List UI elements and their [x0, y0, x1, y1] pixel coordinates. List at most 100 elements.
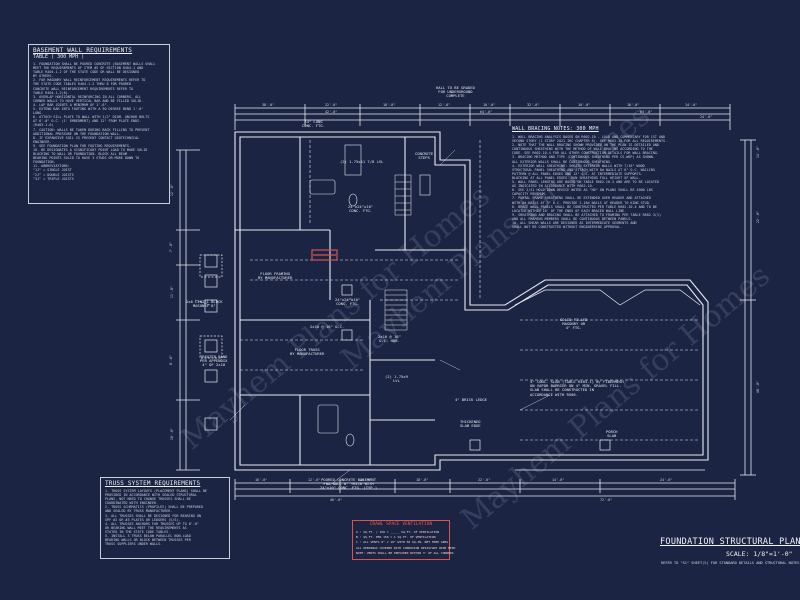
- basement-note-line: THE STATE CODE TABLES R404.1.2 THRU 8 FO…: [33, 82, 131, 87]
- truss-notes-box: TRUSS SYSTEM REQUIREMENTS 1. TRUSS SYSTE…: [100, 477, 230, 559]
- dimension-label: 10'-0": [360, 478, 373, 482]
- basement-note-line: 3. OVERLAP HORIZONTAL REINFORCING IN ALL…: [33, 94, 142, 99]
- plan-reference-note: REFER TO "S1" SHEET(S) FOR STANDARD DETA…: [661, 561, 800, 565]
- bracing-note-line: 5. WALL PANEL LENGTHS ARE BASED ON TABLE…: [512, 180, 659, 185]
- bracing-note-line: 10. ALL SHEAR WALLS ARE DESIGNED AS INTE…: [512, 220, 637, 225]
- dimension-label: 12'-0": [438, 103, 451, 107]
- bracing-note-line: SECOND STORY (1 STORY 2021 IRC CHAPTER 6…: [512, 139, 668, 144]
- basement-note-line: TABLE R404.1.2(8).: [33, 90, 70, 95]
- dimension-lines-left: [176, 149, 200, 471]
- bracing-note-line: SHALL NOT BE CONSTRUCTED WITHOUT ENGINEE…: [512, 225, 623, 230]
- basement-note-line: 5. EXTEND BAR INTO FOOTING WITH A 90 DEG…: [33, 107, 144, 112]
- basement-note-line: ADDITIONAL PRESSURE ON THE FOUNDATION WA…: [33, 131, 121, 136]
- dimension-label: 72'-0": [600, 498, 613, 502]
- bracing-note-line: ALL EXTERIOR WALLS SHALL BE CONTINUOUS S…: [512, 159, 613, 164]
- bracing-note-line: WITH 8d NAILS AT 3" O.C. PROVIDE 2-16d N…: [512, 200, 651, 205]
- dimension-label: 11'-0": [170, 285, 175, 299]
- dimension-label: 64'-0": [480, 110, 493, 114]
- basement-notes-subtitle: TABLE ( 300 MPH ): [33, 54, 85, 60]
- truss-note-line: PROVIDED IN ACCORDANCE WITH SEALED STRUC…: [105, 493, 197, 498]
- ventilation-row: C : ALL VENTS 8" x 16" WITH 50 SQ.IN. NE…: [356, 540, 449, 544]
- bracing-note-line: AND ALL FRAMING MEMBERS SHALL BE CONTINU…: [512, 216, 633, 221]
- bracing-note-line: LOCATED WITHIN 10' OF THE ENDS OF EACH B…: [512, 208, 627, 213]
- bracing-notes-list: 1. WALL BRACING ANALYSIS BASED ON R602.1…: [512, 135, 677, 229]
- label-footing-mid: 24"x24"x10" CONC. FTG.: [335, 297, 361, 307]
- truss-note-line: AND SEALED BY TRUSS MANUFACTURER.: [105, 509, 173, 514]
- plan-scale: SCALE: 1/8"=1'-0": [726, 550, 793, 558]
- label-stair-header: 2x10 @ 16" O.C. HDR.: [378, 334, 401, 344]
- label-thickened-slab: THICKENED SLAB EDGE: [460, 419, 481, 429]
- bracing-note-line: 8. BRACE WALL PANELS SHALL BE CONSTRUCTE…: [512, 204, 657, 209]
- truss-note-line: COORDINATED WITH ENGINEER.: [105, 501, 159, 506]
- basement-note-line: "1J" = SINGLE JOIST: [33, 168, 72, 173]
- basement-note-line: "3J" = TRIPLE JOISTS: [33, 176, 74, 181]
- basement-note-line: CORNER WALLS TO HAVE VERTICAL BAR AND BE…: [33, 98, 144, 103]
- basement-note-line: BLOCKING TO WALL OR FOUNDATION. BLOCK AL…: [33, 152, 127, 157]
- bracing-note-line: 6. SEE 2/S1 HOLD DOWN DEVICE NOTED AS "H…: [512, 188, 653, 193]
- label-brick-ledge: 4" BRICK LEDGE: [455, 397, 488, 402]
- bracing-note-line: 9. SHEATHING AND BRACING SHALL BE ATTACH…: [512, 212, 662, 217]
- truss-note-line: 2. TRUSS SCHEMATICS (PROFILES) SHALL BE …: [105, 505, 203, 510]
- ventilation-row: NOTE: VENTS SHALL BE PROVIDED WITHIN 3' …: [356, 551, 454, 555]
- basement-note-line: 4. LAP BAR JOINTS A MINIMUM OF 1'-6".: [33, 102, 109, 107]
- basement-notes-list: 1. FOUNDATION SHALL BE POURED CONCRETE (…: [33, 62, 155, 181]
- footing-pads: [199, 254, 611, 451]
- basement-note-line: MEET THE REQUIREMENTS OF ITEM #5 OF SECT…: [33, 66, 144, 71]
- bracing-note-line: 3. BRACING METHOD AND TYPE (CONTINUOUS S…: [512, 155, 655, 160]
- dimension-lines-right: [740, 139, 756, 476]
- basement-note-line: BEARING POINTS SOLID TO HAVE 3 STUDS OR …: [33, 156, 140, 161]
- basement-note-line: 1. FOUNDATION SHALL BE POURED CONCRETE (…: [33, 62, 156, 66]
- dimension-label: 12'-0": [170, 183, 175, 197]
- basement-note-line: "2J" = DOUBLE JOISTS: [33, 172, 74, 177]
- bracing-note-line: 1. WALL BRACING ANALYSIS BASED ON R602.1…: [512, 135, 666, 139]
- dimension-label: 10'-0": [483, 103, 496, 107]
- truss-notes-list: 1. TRUSS SYSTEM LAYOUTS (PLACEMENT PLANS…: [105, 489, 207, 546]
- floor-framing-lines: [240, 140, 700, 441]
- basement-note-line: FOUNDATION.: [33, 160, 56, 165]
- truss-note-line: OR BEARING WALL MEET THE REQUIREMENTS AS: [105, 525, 187, 530]
- label-floor-framing: FLOOR FRAMING BY MANUFACTURER: [258, 271, 293, 281]
- label-column: (2) 1.75x11 7/8 LVL: [340, 159, 384, 164]
- basement-note-line: AT 6'-0" O.C. (1' EMBEDMENT) AND 12" FRO…: [33, 119, 142, 124]
- basement-note-line: BY OTHERS.: [33, 74, 54, 79]
- bracing-notes: WALL BRACING NOTES: 300 MPH 1. WALL BRAC…: [512, 126, 677, 229]
- dimension-label: 22'-0": [756, 210, 761, 224]
- basement-notes-title: BASEMENT WALL REQUIREMENTS: [33, 47, 133, 54]
- label-treated-band: TREATED BAND PER APPENDIX 4" OF 2x10: [200, 354, 228, 368]
- dimension-label: 42'-0": [325, 110, 338, 114]
- dimension-label: 10'-0": [578, 103, 591, 107]
- bracing-note-line: STRUCTURAL PANEL SHEATHING AND ATTACH WI…: [512, 167, 655, 172]
- label-bath-lvl: (2) 1.75x9 LVL: [385, 374, 408, 384]
- truss-note-line: 5. INSTALL 3 TRUSS BELOW PARALLEL NON-LO…: [105, 534, 191, 539]
- dimension-label: 22'-0": [478, 478, 491, 482]
- stair-treads: [384, 174, 412, 331]
- dimension-label: 18'-0": [627, 103, 640, 107]
- dimension-label: 7'-0": [169, 241, 174, 253]
- dimension-label: 14'-0": [685, 103, 698, 107]
- dimension-label: 38'-0": [262, 103, 275, 107]
- dimension-label: 64'-0": [640, 110, 653, 114]
- bracing-note-line: 7. PORTAL FRAME SHEATHING SHALL BE EXTEN…: [512, 196, 651, 201]
- bracing-note-line: AS INDICATED IN ACCORDANCE WITH R602.10.: [512, 184, 594, 189]
- dimension-lines-top: [234, 104, 731, 130]
- bracing-note-line: BLOCKING AT ALL PANEL EDGES. RUN SHEATHI…: [512, 175, 641, 180]
- label-solid-filled: SOLID FILLED MASONRY OR 4" FTG.: [560, 317, 588, 331]
- basement-note-line: 6. ATTACH SILL PLATE TO WALL WITH 1/2" D…: [33, 115, 150, 120]
- ventilation-table: CRAWL SPACE VENTILATION A : SQ.FT. / 150…: [352, 520, 455, 560]
- leader-lines: [194, 149, 551, 486]
- bracing-notes-title: WALL BRACING NOTES: 300 MPH: [512, 126, 599, 132]
- truss-note-line: 4. ALL TRUSSES ANCHORS FOR TRUSSES UP TO…: [105, 521, 199, 526]
- bracing-note-line: CAPACITY MINIMUM.: [512, 192, 547, 197]
- label-beam: 2x10 @ 16" O.C.: [310, 324, 345, 329]
- dimension-label: 22'-0": [325, 103, 338, 107]
- truss-note-line: 1. TRUSS SYSTEM LAYOUTS (PLACEMENT PLANS…: [105, 489, 208, 493]
- ventilation-row: B : SQ.FT. PER 150 = 1 SQ.FT. OF VENTILA…: [356, 535, 436, 539]
- bracing-note-line: CONTINUOUS SHEATHING WITH THE METHOD OF …: [512, 147, 653, 152]
- dimension-label: 8'-6": [169, 354, 174, 366]
- dimension-label: 14'-0": [552, 478, 565, 482]
- basement-note-line: 10. BE DESIGNATES A SIGNIFICANT POINT LO…: [33, 147, 148, 152]
- bracing-note-line: CODE. SEE R602.10.4 FOR ALL OTHER CONSTR…: [512, 151, 659, 156]
- basement-notes-box: BASEMENT WALL REQUIREMENTS TABLE ( 300 M…: [28, 44, 170, 204]
